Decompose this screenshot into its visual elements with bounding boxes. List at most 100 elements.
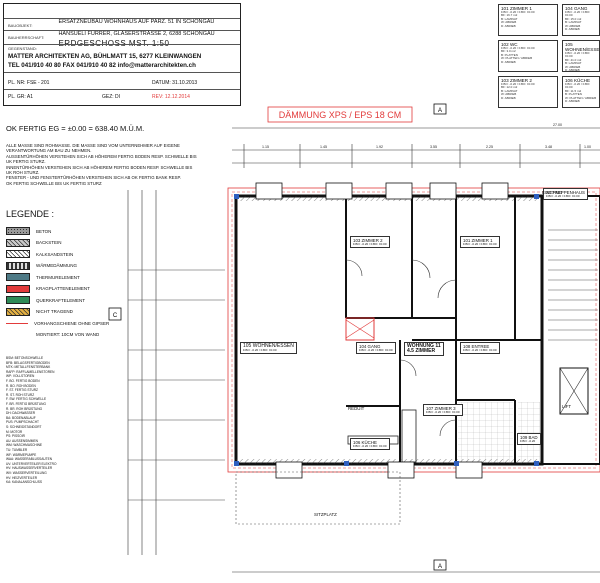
dim-label-total: 27.00	[553, 123, 562, 127]
room-schedule-title: 102 WC	[501, 42, 518, 47]
legend-label: KALKSANDSTEIN	[36, 251, 74, 257]
legend-label: KRAGPLATTENELEMENT	[36, 286, 90, 291]
room-schedule-line: B: LAMINAT	[501, 16, 518, 21]
legend-swatch	[6, 273, 30, 281]
abbreviation: F. SW. FERTIG SCHWELLE	[6, 397, 47, 402]
room-schedule-title: 101 ZIMMER 1	[501, 6, 532, 11]
legend-item: BACKSTEIN	[6, 238, 62, 247]
room-schedule-line: W: ABRIEB	[565, 64, 581, 69]
legend-item: BETON	[6, 227, 51, 235]
abbreviation: WP: VOLLSTOREN	[6, 374, 35, 379]
dim-label: 1.00	[584, 145, 591, 149]
legend-item: WÄRMEDÄMMUNG	[6, 261, 77, 270]
note-line: ALLE MASSE SIND ROHMASSE. DIE MASSE SIND…	[6, 143, 180, 148]
legend-label: BACKSTEIN	[36, 240, 62, 245]
legend-item: QUERKRAFTELEMENT	[6, 296, 85, 304]
plan-room-title: 106 KÜCHE	[353, 440, 377, 445]
dim-label: 3.55	[430, 145, 437, 149]
room-schedule-line: W: PLATTEN / ABRIEB	[565, 95, 597, 100]
legend-swatch	[6, 261, 30, 270]
legend-swatch	[6, 227, 30, 235]
title-key: BAUHERRSCHAFT:	[8, 35, 45, 40]
plan-room-sub: F.BO: -0.20 / F.BO: ±0.00	[426, 410, 460, 414]
dim-label: 3.48	[545, 145, 552, 149]
room-schedule-line: D: ABRIEB	[501, 59, 516, 64]
note-line: INNENTÜRHÖHEN VERSTEHEN SICH AB HÖHEREM …	[6, 164, 193, 170]
plan-room-title: 108 ENTREE	[463, 344, 490, 349]
legend-label: WÄRMEDÄMMUNG	[36, 263, 77, 268]
abbreviation: WV: WASSERVERTEILUNG	[6, 471, 47, 475]
abbreviation: WF: WÄRMEPUMPE	[6, 452, 37, 457]
abbreviation: S: SCHNEIDSTANDORT	[6, 425, 42, 429]
abbreviation: HV: HEIZVERTEILER	[6, 475, 37, 480]
dim-label: 1.15	[262, 145, 269, 149]
room-schedule-line: F.BO: -0.20 / F.BO: ±0.00	[501, 82, 535, 86]
abbreviation: R. BR. ROH BRÜSTUNG	[6, 406, 43, 411]
legend-item: KALKSANDSTEIN	[6, 250, 73, 258]
legend-swatch	[6, 322, 28, 324]
plan-number: PL. NR: FSE - 201	[8, 80, 50, 86]
note-line: FENSTER - UND FENSTERTÜRHÖHEN VERSTEHEN …	[6, 175, 182, 181]
legend-swatch	[6, 284, 30, 293]
legend-swatch	[6, 238, 30, 247]
insulation-label: DÄMMUNG XPS / EPS 18 CM	[279, 110, 402, 120]
room-schedule-line: W: ABRIEB	[501, 92, 517, 97]
abbreviation: F. BR. FERTIG BRÜSTUNG	[6, 402, 46, 406]
plan-room-label: LIFT	[562, 404, 571, 409]
plan-room-sub: F.BO: -0.20 / F.BO: ±0.00	[353, 242, 387, 246]
legend-label: MONTIERT: 10CM VON WAND	[36, 332, 100, 337]
company-line: MATTER ARCHITEKTEN AG, BÜHLMATT 15, 6277…	[8, 53, 202, 60]
plan-room-sub: 4.5 ZIMMER	[407, 348, 436, 354]
plan-room-title: SITZPLATZ	[314, 512, 337, 517]
dim-label: 1.45	[320, 145, 327, 149]
room-schedule-line: B: LAMINAT	[565, 20, 582, 25]
room-schedule-line: W: PLATTEN / ABRIEB	[501, 56, 533, 61]
dim-label: 2.25	[486, 145, 493, 149]
plan-room-title: 104 GANG	[359, 344, 381, 349]
room-schedule-line: BF: 11.5 m2	[565, 88, 582, 93]
room-schedule-line: F.BO: -0.20 / F.BO: ±0.00	[565, 82, 591, 90]
plan-room-title: REDUIT	[348, 406, 365, 411]
room-schedule-line: BF: 16.7 m2	[501, 13, 518, 18]
section-mark: A	[438, 564, 442, 570]
plan-room-sub: F.BO: -0.20 / F.BO: ±0.00	[243, 348, 277, 352]
abbreviation: UV: UNTERVERTEILER ELEKTRO	[6, 461, 57, 466]
title-value: ERSATZNEUBAU WOHNHAUS AUF PARZ. 51 IN SC…	[58, 19, 215, 25]
plan-room-sub: F.BO: -0.20 / F.BO: ±0.00	[463, 348, 497, 352]
room-schedule-line: D: ABRIEB	[565, 99, 580, 104]
room-schedule-title: 105 WOHNEN/ESSEN	[565, 42, 600, 52]
room-schedule-line: B: LAMINAT	[565, 61, 582, 66]
plan-room-title: 20 TREPPENHAUS	[546, 190, 585, 195]
plan-room-title: LIFT	[562, 404, 572, 409]
plan-room-label: EINGANG	[542, 190, 562, 195]
room-schedule-line: F.BO: -0.20 / F.BO: ±0.00	[565, 10, 591, 18]
title-key: BAUOBJEKT:	[8, 23, 33, 28]
legend-swatch	[6, 296, 30, 304]
drawn-by: GEZ: DI	[102, 94, 121, 100]
plan-size: PL. GR: A1	[8, 94, 34, 100]
floor-level-note: OK FERTIG EG = ±0.00 = 638.40 M.Ü.M.	[6, 124, 145, 133]
abbreviation: M: MOTOR	[6, 429, 23, 434]
abbreviation: BFB: BELAGSFERTIGBODEN	[6, 360, 50, 365]
plan-room-title: EINGANG	[542, 190, 563, 195]
legend-label: QUERKRAFTELEMENT	[36, 297, 86, 303]
title-row-object: BAUOBJEKT: ERSATZNEUBAU WOHNHAUS AUF PAR…	[8, 10, 214, 28]
plan-room-label: REDUIT	[348, 406, 364, 411]
room-schedule-line: F.BO: -0.20 / F.BO: ±0.00	[565, 51, 591, 59]
section-mark: A	[438, 108, 442, 114]
revision-date: REV: 12.12.2014	[152, 94, 190, 100]
title-row-subject: GEGENSTAND: ERDGESCHOSS MST. 1:50	[8, 33, 169, 51]
abbreviation: F. BO. FERTIG BODEN	[6, 379, 40, 383]
plan-room-sub: F.BO: -0.20 / F.BO: ±0.00	[463, 242, 497, 246]
legend-swatch	[6, 250, 30, 258]
dim-label: 1.92	[376, 145, 383, 149]
contact-line: TEL 041/910 40 80 FAX 041/910 40 82 info…	[8, 62, 196, 69]
